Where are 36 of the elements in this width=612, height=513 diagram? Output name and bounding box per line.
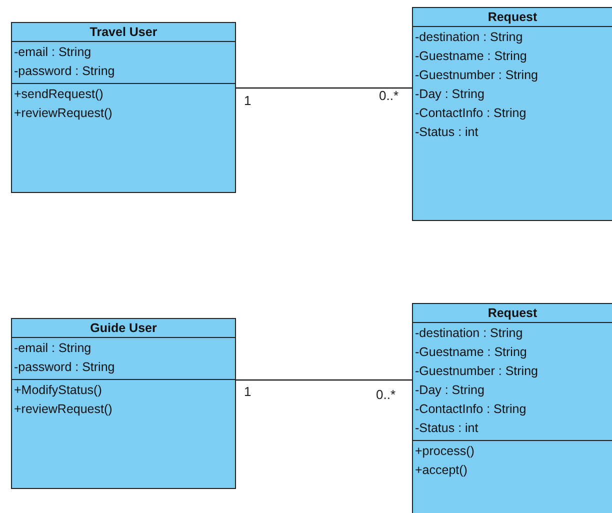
attribute-text: -password : String [14,63,115,80]
method-text: +process() [415,443,474,460]
class-name: Travel User [88,24,158,41]
multiplicity-label: 1 [244,94,252,108]
attribute-text: -ContactInfo : String [415,105,526,122]
attribute-text: -password : String [14,359,115,376]
method-text: +reviewRequest() [14,401,112,418]
class-name: Request [486,305,538,322]
class-box [412,303,612,513]
association-line [236,87,412,89]
attribute-text: -Guestnumber : String [415,363,538,380]
attribute-text: -Status : int [415,420,478,437]
attribute-text: -ContactInfo : String [415,401,526,418]
method-text: +sendRequest() [14,86,104,103]
multiplicity-label: 1 [244,385,252,399]
class-name: Guide User [89,320,158,337]
class-name: Request [486,9,538,26]
attribute-text: -destination : String [415,29,523,46]
attribute-text: -Status : int [415,124,478,141]
attribute-text: -Guestname : String [415,344,527,361]
multiplicity-label: 0..* [379,89,399,103]
multiplicity-label: 0..* [376,388,396,402]
method-text: +reviewRequest() [14,105,112,122]
class-box [11,22,236,193]
attribute-text: -Guestnumber : String [415,67,538,84]
attribute-text: -destination : String [415,325,523,342]
method-text: +accept() [415,462,468,479]
attribute-text: -Guestname : String [415,48,527,65]
class-box [11,318,236,489]
attribute-text: -Day : String [415,382,484,399]
attribute-text: -email : String [14,44,92,61]
class-box [412,7,612,221]
method-text: +ModifyStatus() [14,382,102,399]
attribute-text: -email : String [14,340,92,357]
attribute-text: -Day : String [415,86,484,103]
association-line [236,379,412,381]
